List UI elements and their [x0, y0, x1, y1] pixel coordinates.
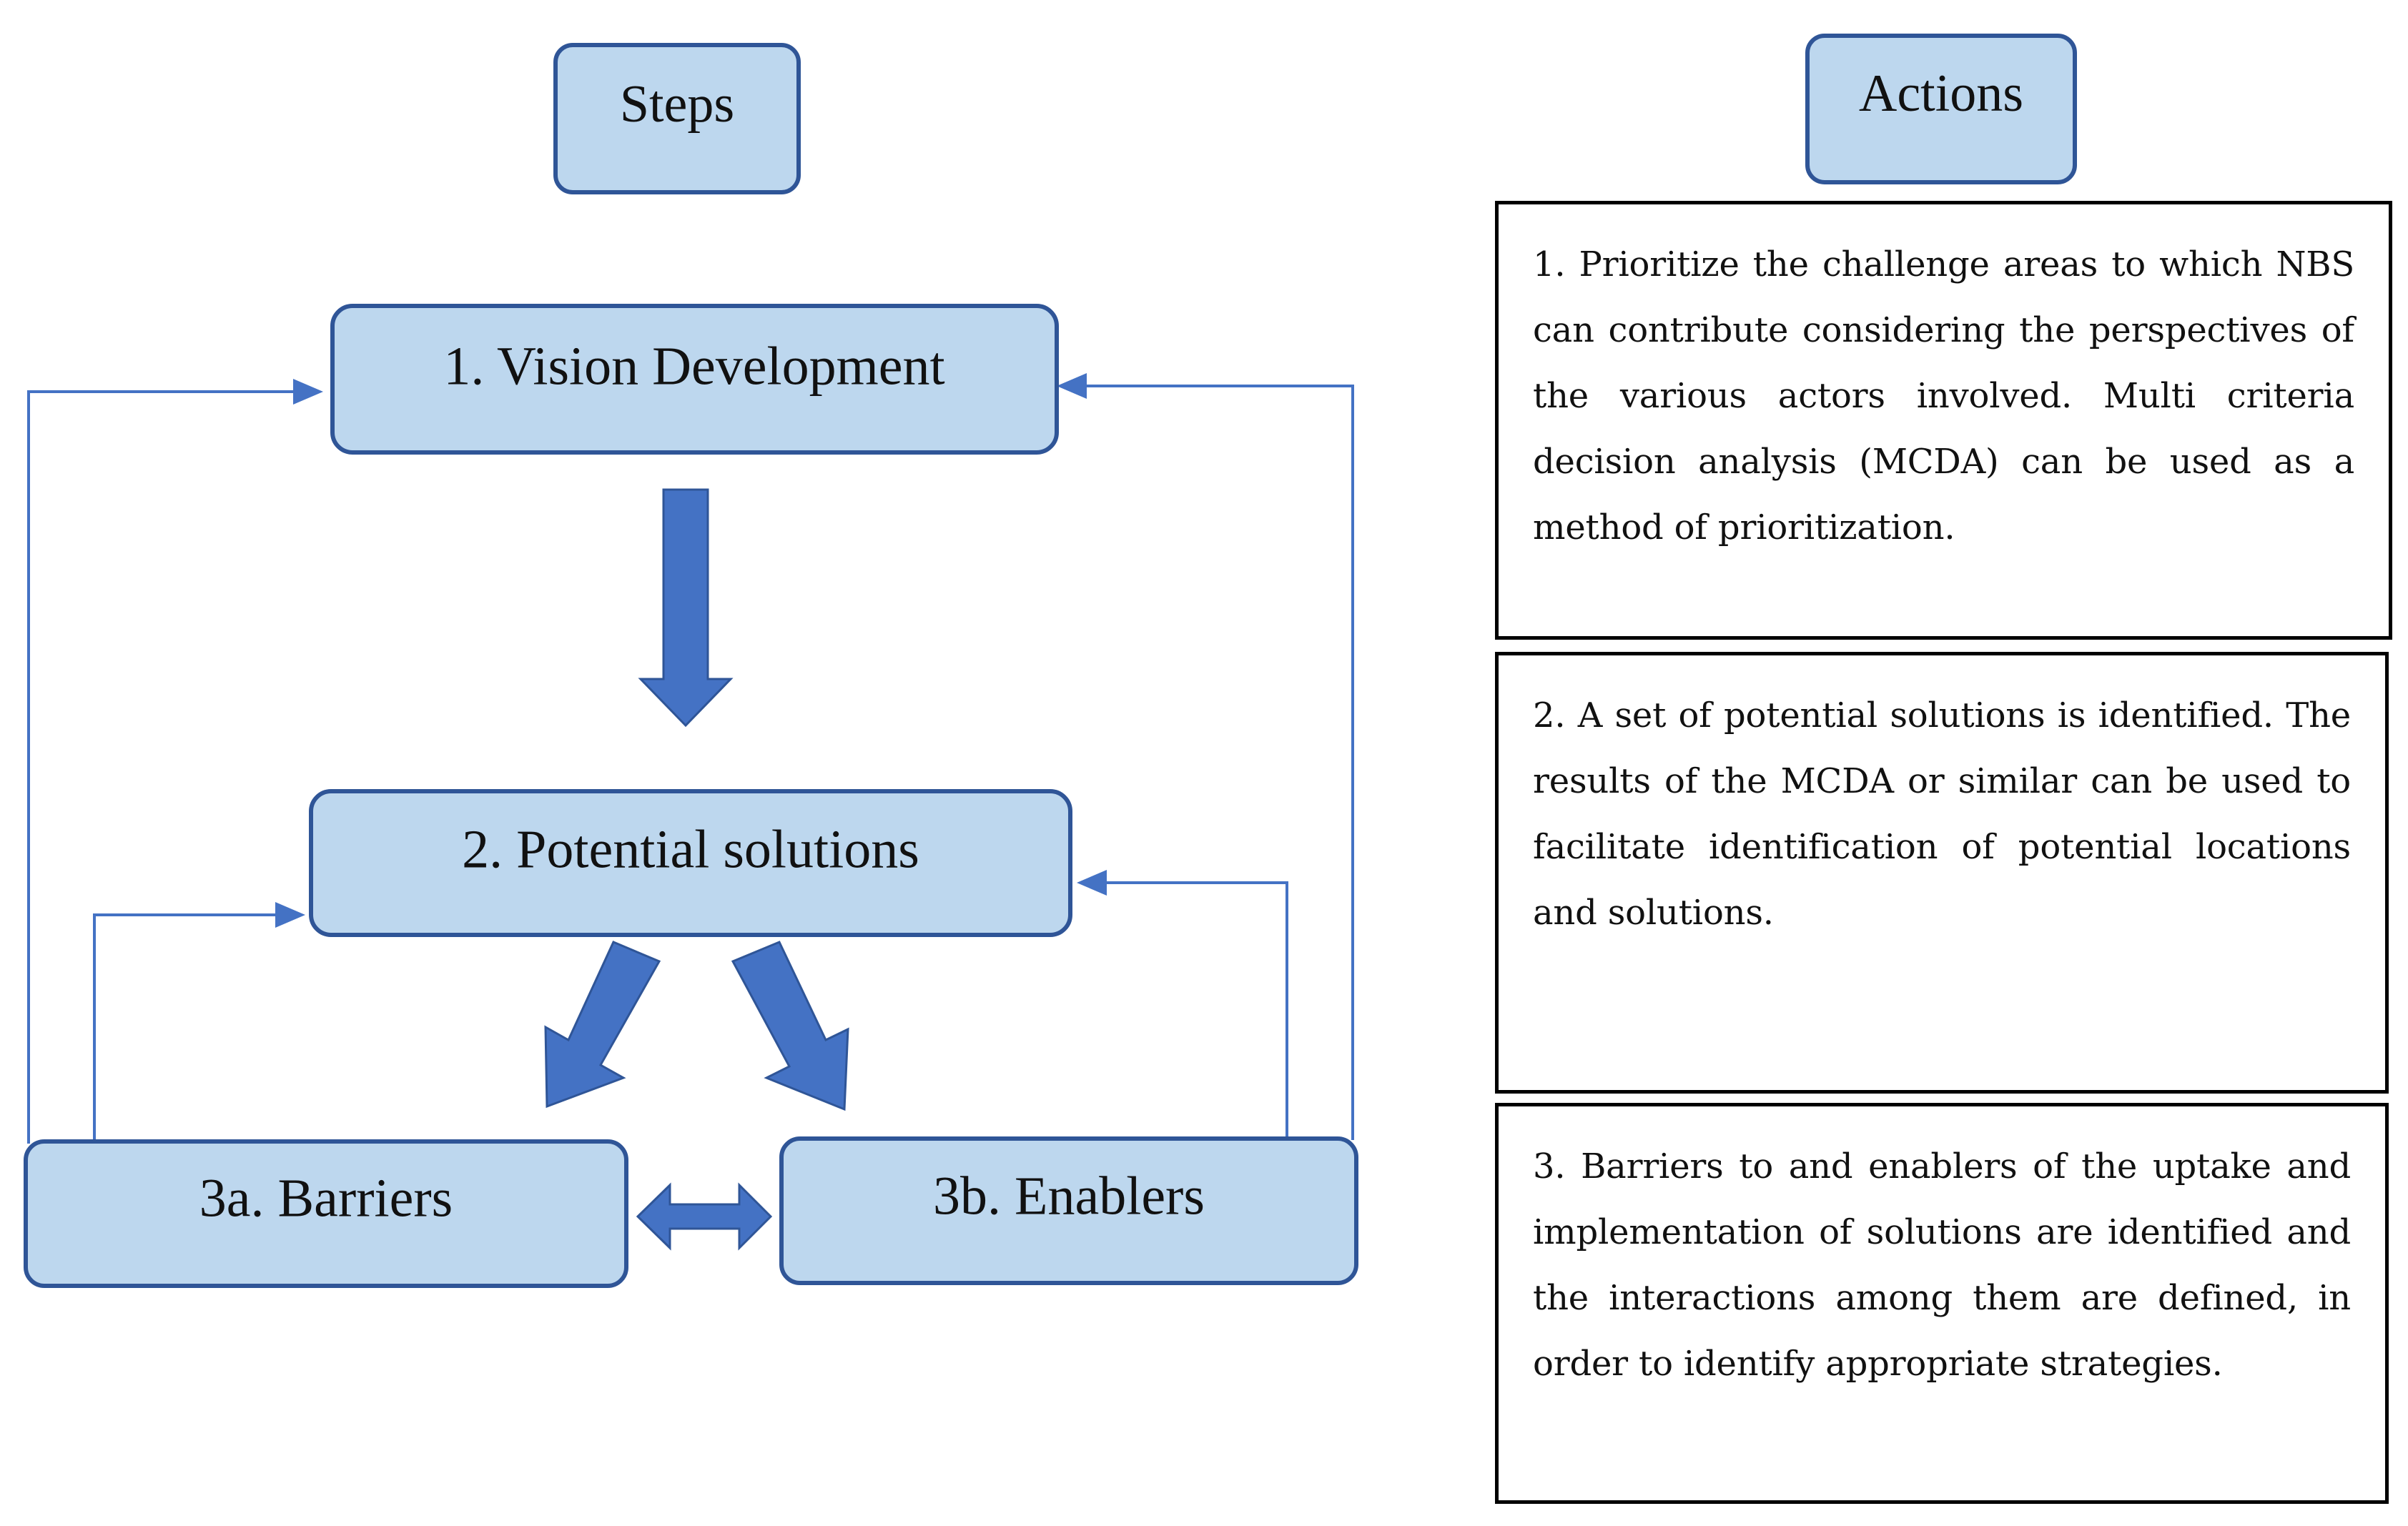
action-text-2: 2. A set of potential solutions is ident… — [1533, 695, 2351, 933]
action-box-1: 1. Prioritize the challenge areas to whi… — [1495, 201, 2392, 640]
step-box-barriers — [24, 1139, 628, 1288]
action-text-3: 3. Barriers to and enablers of the uptak… — [1533, 1146, 2351, 1384]
double-arrow-barriers-enablers — [636, 1182, 773, 1251]
down-arrow-vision-to-solutions — [638, 488, 734, 728]
step-label-vision: 1. Vision Development — [443, 336, 944, 396]
feedback-line-barriers-to-solutions — [93, 913, 275, 1144]
action-box-2: 2. A set of potential solutions is ident… — [1495, 652, 2389, 1094]
feedback-arrowhead-enablers-to-vision — [1057, 373, 1087, 399]
feedback-line-enablers-to-vision — [1087, 385, 1354, 1140]
feedback-line-barriers-to-vision — [27, 390, 293, 1144]
steps-header-box — [553, 43, 801, 194]
down-arrow-solutions-to-enablers — [731, 941, 849, 1111]
step-label-barriers: 3a. Barriers — [199, 1168, 453, 1228]
step-label-solutions: 2. Potential solutions — [462, 819, 919, 879]
actions-header-label: Actions — [1859, 64, 2023, 123]
feedback-arrowhead-barriers-to-solutions — [275, 902, 305, 928]
step-label-enablers: 3b. Enablers — [933, 1166, 1205, 1226]
down-arrow-solutions-to-barriers — [544, 941, 661, 1109]
step-box-enablers — [779, 1136, 1358, 1285]
steps-header-label: Steps — [620, 75, 734, 134]
feedback-line-enablers-to-solutions — [1107, 881, 1288, 1140]
feedback-arrowhead-enablers-to-solutions — [1077, 870, 1107, 896]
actions-header-box — [1805, 34, 2077, 184]
step-box-vision — [330, 304, 1059, 455]
action-box-3: 3. Barriers to and enablers of the uptak… — [1495, 1103, 2389, 1504]
step-box-solutions — [309, 789, 1072, 937]
feedback-arrowhead-barriers-to-vision — [293, 379, 323, 405]
action-text-1: 1. Prioritize the challenge areas to whi… — [1533, 244, 2354, 548]
